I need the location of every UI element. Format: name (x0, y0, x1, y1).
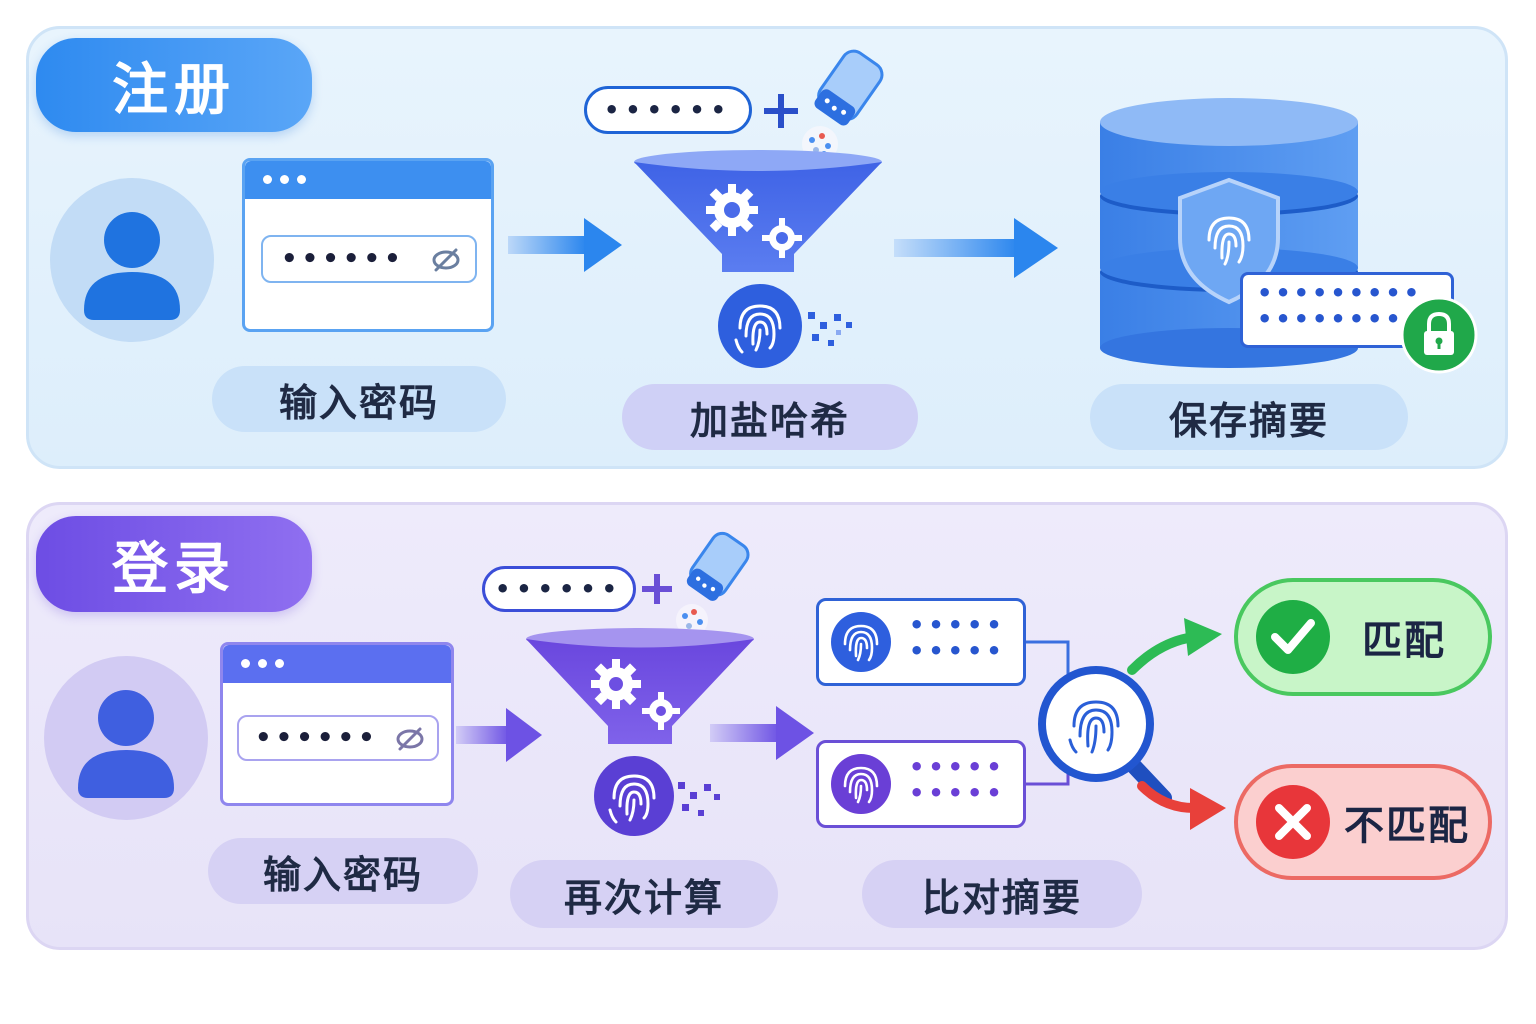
password-mask: •••••• (281, 244, 405, 274)
eye-slash-icon[interactable] (431, 248, 461, 272)
digest-mask: ••••• (909, 611, 1006, 639)
plus-icon (642, 574, 672, 604)
step-input-label: 输入密码 (212, 366, 506, 432)
hash-funnel (526, 628, 754, 744)
gear-icon (762, 218, 802, 258)
arrow-right-icon (710, 706, 814, 760)
shield-icon (1178, 177, 1280, 305)
magnifier-icon (1038, 666, 1172, 806)
arrow-right-icon (508, 218, 622, 272)
gear-icon (642, 692, 680, 730)
arrow-right-icon (456, 708, 542, 762)
arrow-right-icon (894, 218, 1058, 278)
match-result: 匹配 (1234, 578, 1492, 696)
password-field[interactable]: •••••• (237, 715, 439, 761)
check-icon (1271, 619, 1315, 654)
salt-shaker-icon (676, 531, 750, 636)
mismatch-label: 不匹配 (1344, 803, 1470, 849)
digest-mask: ••••• (909, 753, 1006, 781)
eye-slash-icon[interactable] (395, 727, 425, 751)
step-compare-label: 比对摘要 (862, 860, 1142, 928)
stored-hash-row: ••••••••• (1257, 305, 1423, 333)
step-input-label: 输入密码 (208, 838, 478, 904)
fingerprint-icon (831, 754, 891, 814)
user-icon (78, 690, 174, 798)
match-arrow-icon (1127, 618, 1222, 675)
match-label: 匹配 (1362, 618, 1446, 664)
cross-icon (1275, 804, 1311, 840)
user-avatar (50, 178, 214, 342)
fingerprint-icon (831, 612, 891, 672)
hash-funnel (634, 150, 882, 272)
password-window: •••••• (242, 158, 494, 332)
fingerprint-icon (718, 284, 852, 368)
password-field[interactable]: •••••• (261, 235, 477, 283)
digest-mask: ••••• (909, 779, 1006, 807)
mismatch-result: 不匹配 (1234, 764, 1492, 880)
salt-shaker-icon (802, 49, 884, 162)
user-avatar (44, 656, 208, 820)
step-store-label: 保存摘要 (1090, 384, 1408, 450)
step-hash-label: 加盐哈希 (622, 384, 918, 450)
salt-password-pill: •••••• (584, 86, 752, 134)
password-mask: •••••• (255, 723, 379, 753)
gear-icon (706, 184, 758, 236)
registration-title: 注册 (36, 38, 312, 132)
mismatch-arrow-icon (1137, 781, 1226, 830)
fingerprint-icon (594, 756, 720, 836)
salt-password-pill: •••••• (482, 566, 636, 612)
password-window: •••••• (220, 642, 454, 806)
step-recompute-label: 再次计算 (510, 860, 778, 928)
digest-mask: ••••• (909, 637, 1006, 665)
plus-icon (764, 94, 798, 128)
login-title: 登录 (36, 516, 312, 612)
user-icon (84, 212, 180, 320)
stored-digest-card: ••••• ••••• (816, 598, 1026, 686)
stored-hash-row: ••••••••• (1257, 279, 1423, 307)
computed-digest-card: ••••• ••••• (816, 740, 1026, 828)
lock-icon (1400, 296, 1478, 374)
gear-icon (591, 659, 641, 709)
